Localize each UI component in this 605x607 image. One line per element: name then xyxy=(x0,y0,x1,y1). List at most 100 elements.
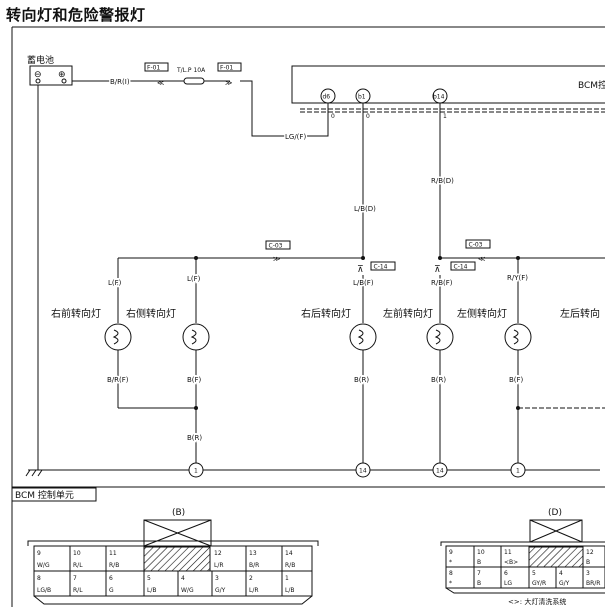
ground-connector: 14 xyxy=(432,462,448,478)
lamp-label-left-side: 左侧转向灯 xyxy=(457,307,507,320)
pin-wire: B xyxy=(586,559,590,566)
pin-wire: R/B xyxy=(285,562,295,569)
connector-d-hatch xyxy=(528,546,584,568)
pin-number: 8 xyxy=(37,575,41,582)
ground-connector-label: 14 xyxy=(359,468,367,475)
bcm-pin-b14: b14 1 xyxy=(432,88,448,120)
pin-number: 6 xyxy=(504,570,508,577)
pin-number: 6 xyxy=(109,575,113,582)
connector-c14-a xyxy=(370,261,396,271)
page-title: 转向灯和危险警报灯 xyxy=(6,6,146,24)
wire-label-b-r-3: B(R) xyxy=(431,376,446,384)
wire-label-br-f: B/R(F) xyxy=(107,376,129,384)
pin-wire: LG xyxy=(504,580,512,587)
connector-f01-b xyxy=(217,62,242,72)
pin-wire: B xyxy=(477,559,481,566)
pin-wire: R/L xyxy=(73,562,83,569)
pin-number: 9 xyxy=(449,549,453,556)
connector-b-bottom xyxy=(33,595,313,605)
pin-number: 13 xyxy=(249,550,257,557)
fuse-icon xyxy=(183,77,205,85)
connector-b: (B) 9 W/G 10 R/L 11 R/B 12 L/R 13 B/R 14… xyxy=(27,508,319,605)
lamp-icon xyxy=(426,323,454,351)
pin-number: 9 xyxy=(37,550,41,557)
pin-wire: G/Y xyxy=(215,587,226,594)
bcm-pin-id: b1 xyxy=(358,94,366,101)
pin-wire: G/Y xyxy=(559,580,570,587)
connector-b-lip xyxy=(27,540,319,546)
connector-c14-a-label: C-14 xyxy=(374,264,388,271)
wire-label-l-f-2: L(F) xyxy=(187,275,201,283)
connector-c14-b-label: C-14 xyxy=(454,264,468,271)
connector-f01-b-label: F-01 xyxy=(220,65,233,72)
connector-b-key-x xyxy=(143,519,212,547)
pin-number: 2 xyxy=(249,575,253,582)
connector-d-key-x xyxy=(529,519,583,543)
pin-wire: R/L xyxy=(73,587,83,594)
pin-number: 3 xyxy=(586,570,590,577)
wire-label-lg-f: LG/(F) xyxy=(285,133,306,141)
pin-number: 11 xyxy=(109,550,117,557)
ground-connector: 1 xyxy=(188,462,204,478)
wire-label-b-r-1: B(R) xyxy=(187,434,202,442)
connector-c03-a xyxy=(265,240,291,250)
wire-label-b-r-2: B(R) xyxy=(354,376,369,384)
connector-c03-a-label: C-03 xyxy=(269,243,283,250)
pin-wire: <B> xyxy=(504,559,518,566)
lamp-label-left-front: 左前转向灯 xyxy=(383,307,433,320)
pin-wire: GY/R xyxy=(532,580,546,587)
lamp-icon xyxy=(104,323,132,351)
wire-label-lb-d: L/B(D) xyxy=(354,205,376,213)
pin-wire: G xyxy=(109,587,114,594)
junction-dot xyxy=(516,406,520,410)
ground-connector: 1 xyxy=(510,462,526,478)
bcm-pin-b1: b1 0 xyxy=(355,88,371,120)
pin-number: 10 xyxy=(477,549,485,556)
pin-wire: * xyxy=(449,580,452,587)
pin-wire: B/R xyxy=(249,562,259,569)
connector-c03-b-label: C-03 xyxy=(469,242,483,249)
connector-f01-a-label: F-01 xyxy=(147,65,160,72)
bcm-pin-id: d6 xyxy=(323,94,331,101)
pin-wire: B xyxy=(477,580,481,587)
connector-c14-a-icon: ⊼ xyxy=(357,265,364,275)
wire-lg-f xyxy=(240,80,329,137)
pin-number: 7 xyxy=(477,570,481,577)
lamp-icon xyxy=(182,323,210,351)
ground-connector-label: 1 xyxy=(516,468,520,475)
ground-symbol-icon xyxy=(25,469,48,477)
wire-label-b-f-2: B(F) xyxy=(509,376,524,384)
connector-c03-b xyxy=(465,239,491,249)
pin-number: 1 xyxy=(285,575,289,582)
junction-dot xyxy=(361,256,365,260)
battery-pos-icon: ⊕ xyxy=(58,70,66,80)
connector-c14-b xyxy=(450,261,476,271)
bcm-label: BCM控 xyxy=(578,79,605,91)
wire-label-rb-d: R/B(D) xyxy=(431,177,454,185)
ground-connector: 14 xyxy=(355,462,371,478)
bcm-pin-d6: d6 0 xyxy=(320,88,336,120)
connector-c14-b-icon: ⊼ xyxy=(434,265,441,275)
bcm-pin-state: 0 xyxy=(366,113,370,120)
connector-d-bottom xyxy=(445,587,605,594)
bcm-pin-state: 1 xyxy=(443,113,447,120)
battery-label: 蓄电池 xyxy=(27,54,54,66)
pin-wire: L/R xyxy=(214,562,224,569)
pin-number: 10 xyxy=(73,550,81,557)
pin-wire: W/G xyxy=(181,587,194,594)
ground-connector-label: 14 xyxy=(436,468,444,475)
junction-dot xyxy=(194,406,198,410)
battery-terminal xyxy=(61,78,67,84)
pin-wire: R/B xyxy=(109,562,119,569)
wire-label-l-f-1: L(F) xyxy=(108,279,122,287)
connector-b-label: (B) xyxy=(172,508,185,518)
wire-label-b-f-1: B(F) xyxy=(187,376,202,384)
lamp-label-left-rear: 左后转向 xyxy=(560,307,600,320)
pin-wire: BR/R xyxy=(586,580,600,587)
connector-symbol-icon: ≫ xyxy=(273,255,280,263)
pin-wire: * xyxy=(449,559,452,566)
bcm-pin-state: 0 xyxy=(331,113,335,120)
battery-neg-icon: ⊖ xyxy=(34,70,42,80)
pin-number: 5 xyxy=(147,575,151,582)
pin-number: 7 xyxy=(73,575,77,582)
